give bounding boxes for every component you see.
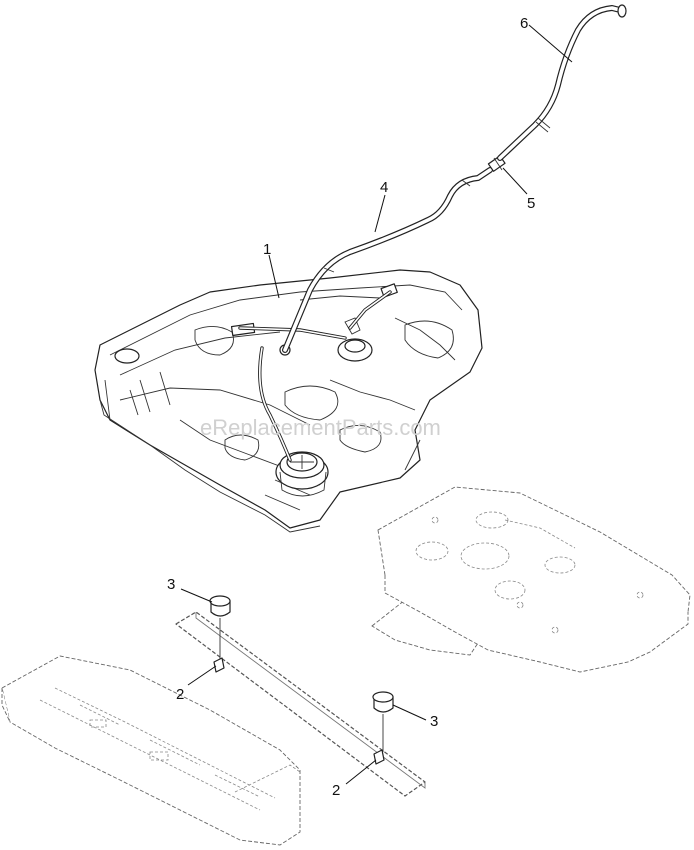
callout-1: 1 <box>263 241 271 258</box>
fuel-tank <box>94 269 483 533</box>
callout-5: 5 <box>527 195 535 212</box>
callout-labels: 6 5 4 1 3 2 3 2 <box>167 15 535 799</box>
callout-3-lower: 3 <box>430 713 438 730</box>
clip-upper <box>213 657 225 673</box>
bumper-lower <box>372 691 394 752</box>
mounting-plate-reference <box>371 486 691 673</box>
callout-2-upper: 2 <box>176 686 184 703</box>
vent-hose <box>282 167 493 353</box>
upper-vent-hose <box>497 4 627 161</box>
tank-lines <box>238 290 392 462</box>
leader-lines <box>180 24 573 785</box>
callout-2-lower: 2 <box>332 782 340 799</box>
callout-3-upper: 3 <box>167 576 175 593</box>
watermark: eReplacementParts.com <box>200 415 441 440</box>
frame-rail-reference <box>1 655 301 846</box>
callout-4: 4 <box>380 179 388 196</box>
bumper-upper <box>209 595 231 660</box>
callout-6: 6 <box>520 15 528 32</box>
tank-strap <box>175 611 426 797</box>
